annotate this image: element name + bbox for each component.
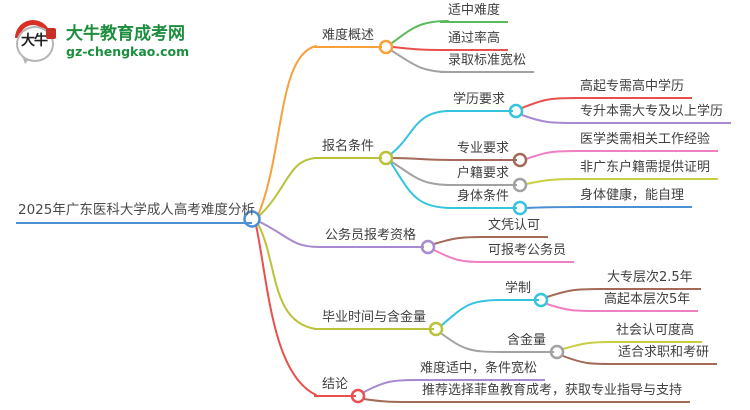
node-difficulty-overview: 难度概述 [314,27,383,48]
edge-root-difficulty [258,45,317,214]
node-registration-requirements: 报名条件 [314,138,383,159]
edge-req-major [392,157,453,161]
logo-text-block: 大牛教育成考网 gz-chengkao.com [66,24,189,59]
leaf-high-pass-rate: 通过率高 [440,30,509,51]
node-value: 含金量 [499,332,555,353]
leaf-non-guangdong-proof: 非广东户籍需提供证明 [572,159,719,180]
edge-edu-college [521,114,579,124]
leaf-diploma-recognized: 文凭认可 [480,217,549,238]
leaf-healthy-self-care: 身体健康，能自理 [572,187,693,208]
edge-root-graduation [257,223,317,330]
edge-root-conclusion [255,224,317,396]
node-education-requirement: 学历要求 [445,91,514,112]
node-physical-condition: 身体条件 [449,188,518,209]
logo-bubble-icon: 大牛 [14,18,58,64]
node-conclusion: 结论 [314,376,357,397]
leaf-moderate-lenient: 难度适中，条件宽松 [412,360,546,381]
leaf-lenient-admission: 录取标准宽松 [440,52,535,73]
edge-civil-diploma [433,236,484,245]
edge-schooling-bachelor5 [546,303,599,312]
leaf-can-apply-civil-servant: 可报考公务员 [480,242,575,263]
edge-root-civil [259,221,320,248]
node-schooling-length: 学制 [497,280,540,301]
edge-req-education [390,110,449,155]
edge-value-career [562,355,614,365]
edge-root-requirements [259,157,317,216]
leaf-college-diploma-needed: 专升本需大专及以上学历 [572,103,732,124]
leaf-medical-work-experience: 医学类需相关工作经验 [572,131,719,152]
edge-req-physical [390,162,453,209]
leaf-bachelor-5-years: 高起本层次5年 [596,291,699,312]
edge-schooling-college25 [546,288,602,298]
leaf-highschool-diploma-needed: 高起专需高中学历 [572,78,693,99]
leaf-jobs-and-postgrad: 适合求职和考研 [610,344,718,365]
edge-civil-apply [433,249,484,263]
edge-conclusion-moderate [363,379,416,393]
edge-req-household [391,161,453,186]
node-graduation-time-value: 毕业时间与含金量 [314,309,435,330]
edge-major-medical [525,150,579,160]
leaf-moderate-difficulty: 适中难度 [440,2,509,23]
logo-characters: 大牛 [21,33,48,49]
site-name: 大牛教育成考网 [66,23,185,44]
root-node: 2025年广东医科大学成人高考难度分析 [16,202,255,224]
edge-grad-value [441,333,503,353]
node-major-requirement: 专业要求 [449,140,518,161]
edge-conclusion-recommend [363,398,418,403]
edge-edu-highschool [521,97,579,109]
site-logo: 大牛 大牛教育成考网 gz-chengkao.com [14,18,189,64]
leaf-college-2-5-years: 大专层次2.5年 [599,269,701,290]
edge-household-proof [525,178,579,185]
site-url: gz-chengkao.com [66,43,190,59]
leaf-recommend-feiyu: 推荐选择菲鱼教育成考，获取专业指导与支持 [414,382,691,403]
edge-physical-health [525,206,579,209]
logo-seal-icon [46,28,56,39]
edge-grad-schooling [441,299,501,326]
node-household-requirement: 户籍要求 [449,165,518,186]
edge-value-recognition [562,341,612,350]
leaf-social-recognition: 社会认可度高 [608,322,703,343]
node-civil-servant-qualification: 公务员报考资格 [317,227,425,248]
